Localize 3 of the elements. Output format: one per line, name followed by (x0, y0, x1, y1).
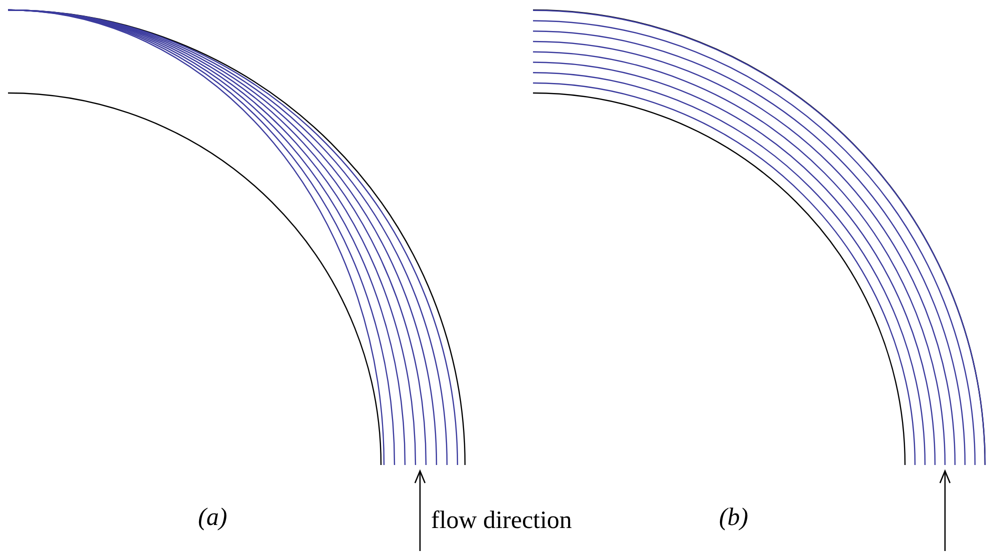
flow-direction-label: flow direction (431, 508, 572, 533)
panel-label: (a) (198, 505, 228, 530)
panel-label: (b) (719, 505, 748, 530)
